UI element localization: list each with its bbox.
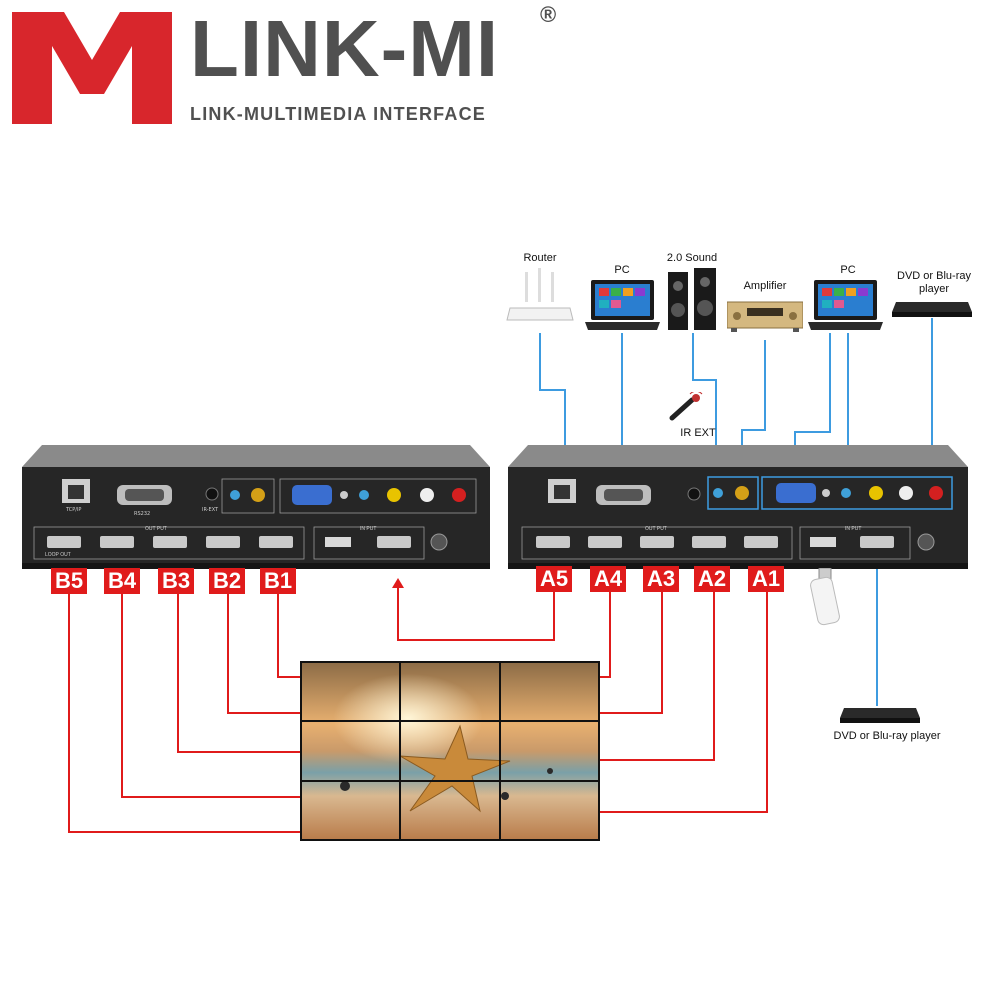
tag-b5: B5: [51, 568, 87, 594]
pc2-laptop-icon: [808, 280, 883, 332]
tag-b4: B4: [104, 568, 140, 594]
video-wall: [300, 661, 600, 841]
tag-a3: A3: [643, 566, 679, 592]
router-link: [539, 333, 566, 470]
a5-link: [397, 584, 555, 641]
dvd-top-icon: [892, 300, 972, 320]
b2-link: [227, 594, 300, 714]
usb-stick-icon: [810, 567, 840, 626]
device-b-output-label: OUT PUT: [145, 526, 167, 532]
ir-ext-label: IR EXT: [680, 427, 716, 439]
tag-b3: B3: [158, 568, 194, 594]
device-a: [508, 445, 968, 569]
a3-link: [600, 590, 663, 714]
device-b-input-label: IN PUT: [360, 526, 377, 532]
pc1-label: PC: [614, 264, 630, 276]
a4-link: [600, 590, 611, 678]
dvd-bottom-label: DVD or Blu-ray player: [833, 730, 941, 742]
brand-tagline: LINK-MULTIMEDIA INTERFACE: [190, 104, 486, 124]
dvd-bottom-icon: [840, 706, 920, 726]
a5-arrow: [392, 578, 404, 588]
router-label: Router: [523, 252, 557, 264]
b5-link: [68, 594, 300, 833]
pc2-label: PC: [840, 264, 856, 276]
amplifier-label: Amplifier: [743, 280, 787, 292]
tag-a4: A4: [590, 566, 626, 592]
sound-label: 2.0 Sound: [666, 252, 718, 264]
svg-text:RS232: RS232: [134, 511, 150, 517]
brand-logo: [12, 12, 172, 124]
tag-b2: B2: [209, 568, 245, 594]
b1-link: [277, 594, 300, 678]
amplifier-icon: [726, 296, 804, 334]
dvd-top-label: DVD or Blu-ray player: [897, 270, 971, 295]
sound-link: [692, 333, 717, 470]
brand-name: LINK-MI: [190, 4, 500, 93]
tag-a1: A1: [748, 566, 784, 592]
b4-link: [121, 594, 300, 798]
router-icon: [505, 268, 575, 328]
registered-mark: ®: [540, 2, 557, 27]
pc1-laptop-icon: [585, 280, 660, 332]
svg-text:TCP/IP: TCP/IP: [65, 507, 81, 513]
device-a-output-label: OUT PUT: [645, 526, 667, 532]
b3-link: [177, 594, 300, 753]
tag-b1: B1: [260, 568, 296, 594]
a2-link: [600, 590, 715, 761]
device-b: TCP/IP RS232 IR-EXT: [22, 445, 490, 569]
ir-ext-icon: [668, 390, 708, 422]
svg-text:IR-EXT: IR-EXT: [202, 507, 219, 513]
a1-link: [600, 590, 768, 813]
device-b-loop-out-label: LOOP OUT: [45, 552, 71, 558]
tag-a5: A5: [536, 566, 572, 592]
tag-a2: A2: [694, 566, 730, 592]
device-a-input-label: IN PUT: [845, 526, 862, 532]
speaker-icon: [668, 268, 718, 332]
